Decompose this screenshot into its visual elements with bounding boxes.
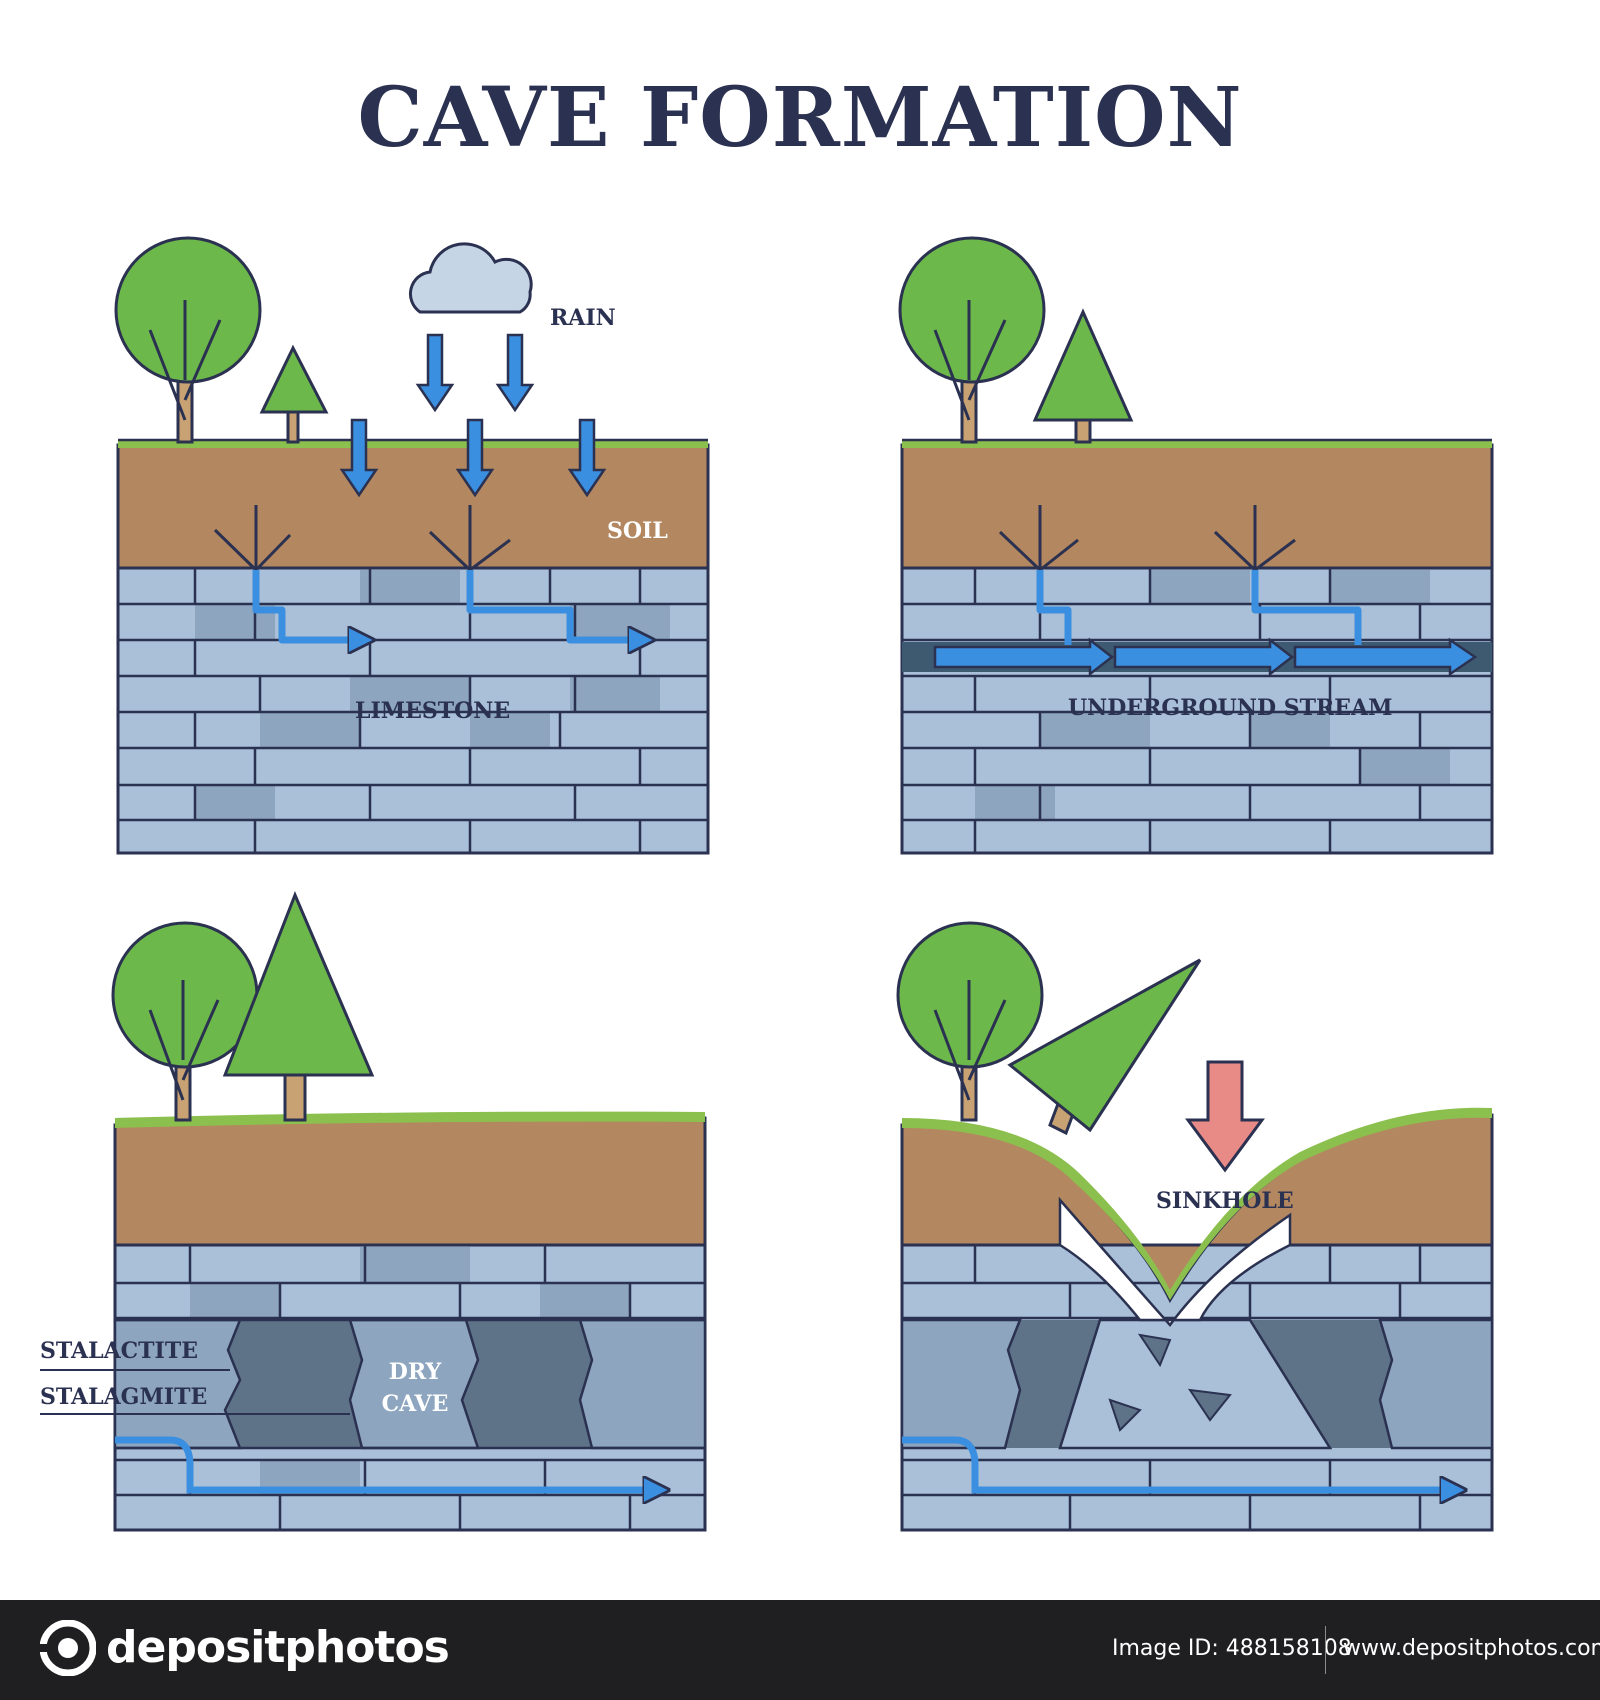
rain-arrows bbox=[339, 333, 607, 498]
limestone-label: LIMESTONE bbox=[355, 698, 511, 724]
grass-layer bbox=[902, 440, 1492, 448]
stalactite-label: STALACTITE bbox=[40, 1338, 198, 1364]
deciduous-tree bbox=[111, 921, 259, 1122]
sinkhole-label: SINKHOLE bbox=[1156, 1188, 1294, 1214]
stalagmite-label: STALAGMITE bbox=[40, 1384, 208, 1410]
sinkhole-opening bbox=[1058, 1196, 1292, 1327]
soil-layer bbox=[113, 1115, 707, 1247]
soil-layer bbox=[900, 443, 1494, 570]
deciduous-tree bbox=[898, 236, 1046, 444]
cloud-icon bbox=[409, 242, 533, 314]
underground-stream bbox=[902, 1436, 1462, 1490]
image-id: Image ID: 488158108 bbox=[1112, 1636, 1352, 1661]
diagram-title: CAVE FORMATION bbox=[357, 70, 1243, 166]
panel-rain-infiltration bbox=[114, 236, 710, 855]
deciduous-tree bbox=[896, 921, 1044, 1122]
panel-underground-stream bbox=[898, 236, 1494, 855]
brand-name: depositphotos bbox=[106, 1622, 450, 1673]
grass-layer bbox=[118, 440, 708, 448]
grass-layer bbox=[115, 1111, 705, 1128]
rain-label: RAIN bbox=[550, 305, 616, 331]
dry-cave-label: DRY CAVE bbox=[375, 1356, 455, 1420]
footer-divider bbox=[1325, 1626, 1326, 1674]
stream-arrows bbox=[933, 637, 1478, 677]
grass-layer bbox=[902, 1107, 1492, 1300]
pine-tree bbox=[1032, 308, 1134, 444]
panel-dry-cave bbox=[40, 891, 707, 1532]
stalactites-stalagmites bbox=[113, 1318, 707, 1450]
deciduous-tree bbox=[114, 236, 262, 444]
underground-stream bbox=[115, 1436, 665, 1490]
falling-pine-tree bbox=[1007, 958, 1202, 1136]
site-url[interactable]: www.depositphotos.com bbox=[1343, 1636, 1600, 1661]
soil-label: SOIL bbox=[607, 518, 668, 544]
soil-layer bbox=[116, 443, 710, 570]
sinkhole-arrow-icon bbox=[1185, 1060, 1265, 1173]
depositphotos-logo-icon bbox=[40, 1620, 96, 1676]
underground-stream-label: UNDERGROUND STREAM bbox=[1068, 695, 1393, 721]
dry-cave-label-line2: CAVE bbox=[381, 1391, 449, 1417]
pine-tree bbox=[222, 891, 375, 1122]
dry-cave-label-line1: DRY bbox=[388, 1359, 442, 1385]
panel-sinkhole bbox=[896, 921, 1494, 1532]
watermark-footer: depositphotos Image ID: 488158108 www.de… bbox=[0, 1600, 1600, 1700]
pine-tree bbox=[259, 344, 329, 444]
diagram-illustration bbox=[40, 236, 1494, 1532]
